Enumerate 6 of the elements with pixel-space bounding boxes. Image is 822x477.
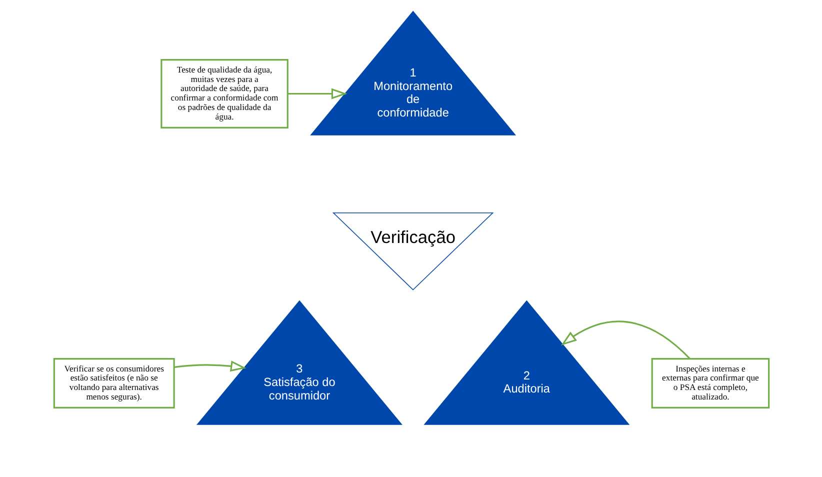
node-box: Inspeções internas e externas para confirmar que o PSA está completo, atualizado. [650, 358, 770, 408]
node-box: Verificar se os consumidores estão satisfeitos (e não se voltando para alternativas menos seguras). [52, 358, 174, 408]
arrow [560, 320, 690, 360]
arrow [174, 360, 246, 372]
node-box: Teste de qualidade da água, muitas vezes para a autoridade de saúde, para confirmar a conformidade com os padrões de qualidade da água. [160, 59, 288, 128]
arrow [287, 88, 347, 100]
